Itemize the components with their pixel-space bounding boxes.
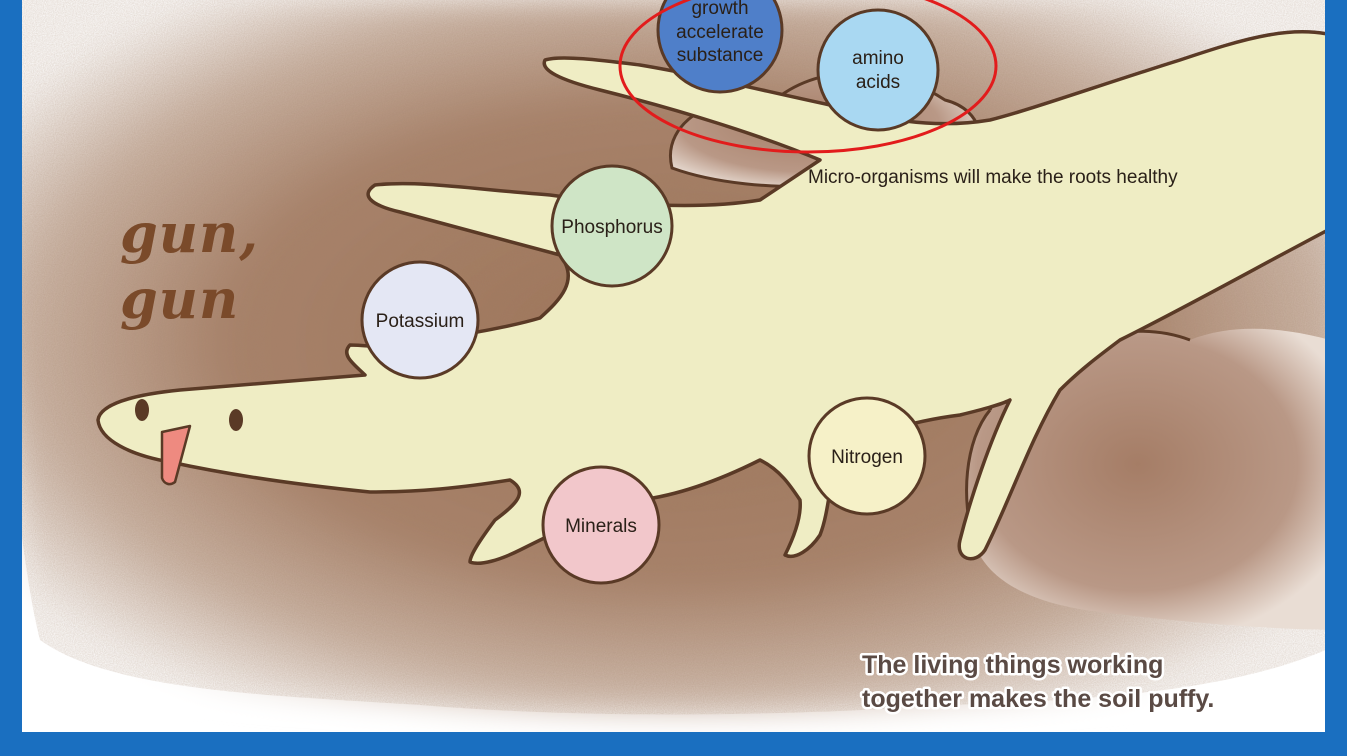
bottom-caption-line2: together makes the soil puffy. <box>862 685 1214 713</box>
root-eye-right <box>229 409 243 431</box>
nutrient-amino-acids: amino acids <box>818 10 938 130</box>
nutrient-nitrogen: Nitrogen <box>809 398 925 514</box>
micro-organisms-caption: Micro-organisms will make the roots heal… <box>808 167 1178 188</box>
nitrogen-label: Nitrogen <box>831 447 903 468</box>
bottom-caption-line1: The living things working <box>862 651 1163 679</box>
growth-label-line2: accelerate <box>676 22 764 43</box>
amino-label-line2: acids <box>856 72 900 93</box>
phosphorus-label: Phosphorus <box>561 217 662 238</box>
minerals-label: Minerals <box>565 516 637 537</box>
sound-text-line2: gun <box>120 267 239 331</box>
sound-text-line1: gun, <box>120 201 259 265</box>
nutrient-minerals: Minerals <box>543 467 659 583</box>
root-eye-left <box>135 399 149 421</box>
potassium-label: Potassium <box>376 311 465 332</box>
nutrient-potassium: Potassium <box>362 262 478 378</box>
nutrient-phosphorus: Phosphorus <box>552 166 672 286</box>
growth-label-line3: substance <box>677 45 764 66</box>
growth-label-line1: growth <box>691 0 748 19</box>
amino-label-line1: amino <box>852 48 904 69</box>
